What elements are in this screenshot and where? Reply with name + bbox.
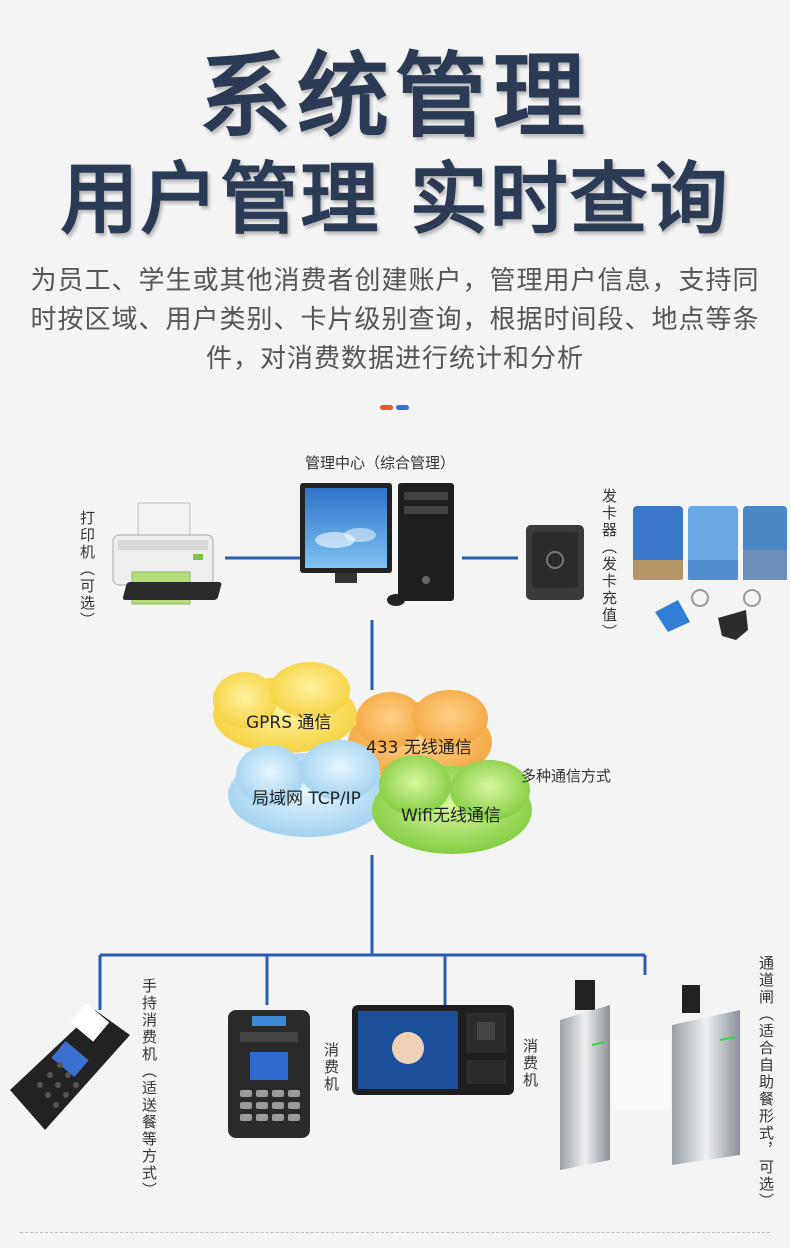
management-center-label: 管理中心（综合管理） bbox=[305, 452, 455, 473]
title-line2: 用户管理 实时查询 bbox=[0, 152, 790, 248]
network-label: 多种通信方式 bbox=[521, 765, 611, 786]
cloud-lan-label: 局域网 TCP/IP bbox=[252, 784, 361, 809]
cloud-433-label: 433 无线通信 bbox=[366, 733, 472, 758]
card-reader-icon bbox=[526, 525, 584, 600]
key-fob-icon bbox=[655, 590, 760, 640]
handheld-label: 手持消费机（适送餐等方式） bbox=[140, 978, 158, 1199]
face-terminal-icon bbox=[352, 1005, 514, 1095]
id-cards-icon bbox=[633, 506, 787, 580]
card-issuer-label: 发卡器（发卡充值） bbox=[600, 488, 618, 641]
bottom-divider bbox=[20, 1232, 770, 1233]
consumer1-label: 消费机 bbox=[322, 1042, 340, 1093]
cloud-wifi-label: Wifi无线通信 bbox=[401, 801, 501, 826]
accent-dash-blue bbox=[396, 405, 409, 410]
handheld-terminal-icon bbox=[10, 1003, 130, 1130]
turnstile-gate-icon bbox=[560, 980, 740, 1170]
consumer-terminal-icon bbox=[228, 1010, 310, 1138]
title-line1: 系统管理 bbox=[0, 42, 790, 152]
consumer2-label: 消费机 bbox=[521, 1038, 539, 1089]
cloud-gprs-label: GPRS 通信 bbox=[246, 708, 331, 733]
accent-dash-orange bbox=[380, 405, 393, 410]
description: 为员工、学生或其他消费者创建账户，管理用户信息，支持同时按区域、用户类别、卡片级… bbox=[30, 262, 760, 379]
printer-label: 打印机（可选） bbox=[78, 510, 96, 629]
gate-label: 通道闸（适合自助餐形式，可选） bbox=[757, 955, 775, 1210]
system-diagram bbox=[0, 420, 790, 1210]
